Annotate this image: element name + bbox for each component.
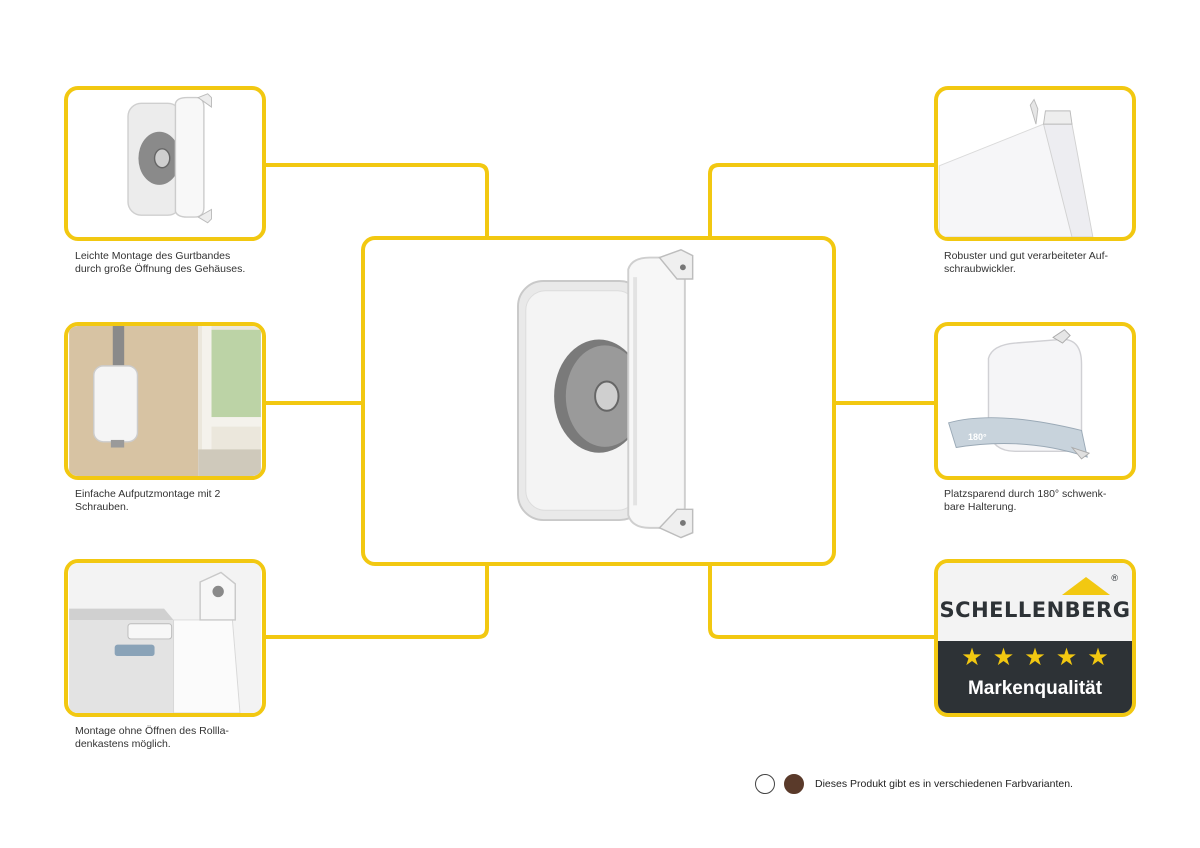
- brand-quality-badge: ® SCHELLENBERG ★★★★★ Markenqualität: [934, 559, 1136, 717]
- belt-winder-product-image: [517, 248, 694, 539]
- feature-caption-swivel-bracket: Platzsparend durch 180° schwenk- bare Ha…: [944, 488, 1107, 513]
- color-variants-note: Dieses Produkt gibt es in verschiedenen …: [755, 772, 1073, 796]
- feature-panel-mount-without-opening: [64, 559, 266, 717]
- brand-logo-area: ® SCHELLENBERG: [938, 563, 1132, 641]
- main-product-panel: [361, 236, 836, 566]
- brand-quality-area: ★★★★★ Markenqualität: [938, 641, 1132, 713]
- color-variants-text: Dieses Produkt gibt es in verschiedenen …: [815, 778, 1073, 790]
- brand-quality-label: Markenqualität: [967, 678, 1103, 699]
- roller-box-mount-image: [69, 563, 261, 713]
- feature-caption-robust-build: Robuster und gut verarbeiteter Auf- schr…: [944, 250, 1109, 275]
- roof-logo-icon: [1062, 577, 1110, 595]
- feature-caption-mount-without-opening: Montage ohne Öffnen des Rollla- denkaste…: [75, 725, 229, 750]
- brand-name: SCHELLENBERG: [939, 598, 1131, 622]
- angle-badge: 180°: [968, 432, 987, 442]
- color-swatch-white: [755, 774, 775, 794]
- registered-mark: ®: [1111, 573, 1118, 583]
- color-swatch-brown: [784, 774, 804, 794]
- feature-panel-surface-mount: [64, 322, 266, 480]
- robust-housing-detail-image: [938, 98, 1094, 237]
- five-star-rating: ★★★★★: [961, 644, 1119, 671]
- surface-mount-wall-image: [69, 326, 261, 476]
- feature-panel-robust-build: [934, 86, 1136, 241]
- feature-panel-swivel-bracket: 180°: [934, 322, 1136, 480]
- feature-panel-open-housing: [64, 86, 266, 241]
- feature-caption-surface-mount: Einfache Aufputzmontage mit 2 Schrauben.: [75, 488, 221, 513]
- swivel-bracket-image: [948, 329, 1091, 460]
- open-housing-image: [127, 93, 212, 224]
- feature-caption-open-housing: Leichte Montage des Gurtbandes durch gro…: [75, 250, 246, 275]
